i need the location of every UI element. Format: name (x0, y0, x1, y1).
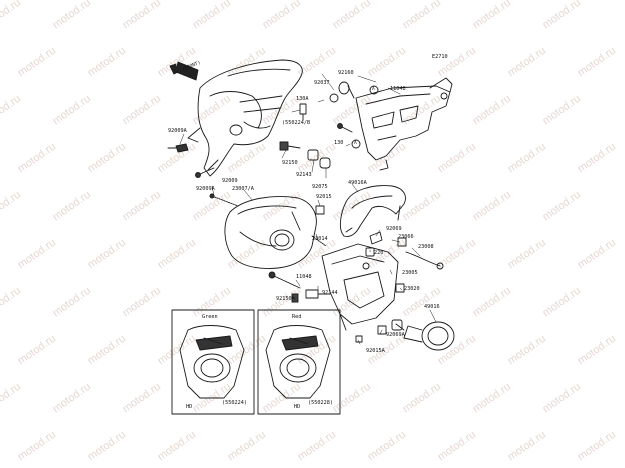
bolt-11048 (268, 271, 301, 289)
part-label-23020: 23020 (404, 286, 420, 292)
part-label-92037: 92037 (314, 80, 330, 86)
connector-23020 (395, 283, 405, 293)
lower-bracket (321, 243, 399, 331)
inset-red-ref: (550228) (308, 400, 333, 406)
part-label-92144: 92144 (322, 290, 338, 296)
part-label-92150: 92150 (282, 160, 298, 166)
callout-a-circle-2 (351, 139, 361, 149)
part-label-23005: 23005 (402, 270, 418, 276)
part-label-550224b: (550224/B (282, 120, 311, 126)
part-label-92015a: 92015A (366, 348, 385, 354)
wire-23008 (405, 251, 444, 270)
part-label-23007a: 23007/A (232, 186, 254, 192)
headlight-fairing (187, 59, 303, 177)
front-direction-arrow (169, 61, 199, 81)
part-label-130a: 130A (296, 96, 309, 102)
part-label-92075: 92075 (312, 184, 328, 190)
screw-92144 (305, 289, 331, 299)
callout-letter-a-2: A (354, 141, 357, 146)
part-label-49016: 49016 (424, 304, 440, 310)
part-label-92069: 92069 (386, 226, 402, 232)
bolt-23014 (311, 235, 327, 247)
part-label-23066: 23066 (398, 234, 414, 240)
nut-92015 (315, 205, 325, 215)
part-label-23008: 23008 (418, 244, 434, 250)
clamp-92069a (377, 325, 387, 335)
clamp-92069 (369, 231, 383, 245)
bolt-92150 (279, 141, 301, 151)
headlight-guard (339, 185, 406, 237)
part-label-92143: 92143 (296, 172, 312, 178)
part-label-92160: 92160 (338, 70, 354, 76)
part-label-92009: 92009 (222, 178, 238, 184)
inset-green-ref: (550224) (222, 400, 247, 406)
part-label-11048-b: 11048 (296, 274, 312, 280)
part-label-23014: 23014 (312, 236, 328, 242)
part-label-92150a: 92150A (276, 296, 295, 302)
grommet-92160 (338, 81, 350, 95)
part-label-130: 130 (334, 140, 344, 146)
collar-92143 (307, 149, 319, 161)
inset-box-red (257, 309, 341, 415)
inset-box-green (171, 309, 255, 415)
headlight-bracket (355, 77, 453, 171)
callout-a-circle (369, 85, 379, 95)
socket-23066 (397, 237, 407, 247)
part-label-92009a: 92009A (168, 128, 187, 134)
leader-lines (179, 73, 437, 345)
lamp-49016 (391, 319, 455, 351)
headlight-housing (224, 196, 317, 269)
part-label-92069a: 92069A (386, 332, 405, 338)
part-label-220: 220 (374, 250, 384, 256)
part-label-92009a-2: 92009A (196, 186, 215, 192)
grommet-92075 (319, 157, 331, 169)
collar-92037 (329, 93, 339, 103)
part-label-92015: 92015 (316, 194, 332, 200)
bolt-130a (299, 103, 307, 121)
nut-92015a (355, 335, 363, 343)
bulb-220 (365, 247, 375, 257)
inset-green-model: HD (186, 404, 193, 410)
part-label-49016a: 49016A (348, 180, 367, 186)
bolt-130 (337, 123, 353, 133)
inset-red-color-label: Red (292, 314, 302, 320)
callout-letter-a: A (372, 87, 375, 92)
diagram-code: E2710 (432, 54, 448, 60)
fairing-screws (167, 143, 215, 178)
inset-red-model: HD (294, 404, 301, 410)
part-label-11048: 11048 (390, 86, 406, 92)
inset-green-color-label: Green (202, 314, 218, 320)
